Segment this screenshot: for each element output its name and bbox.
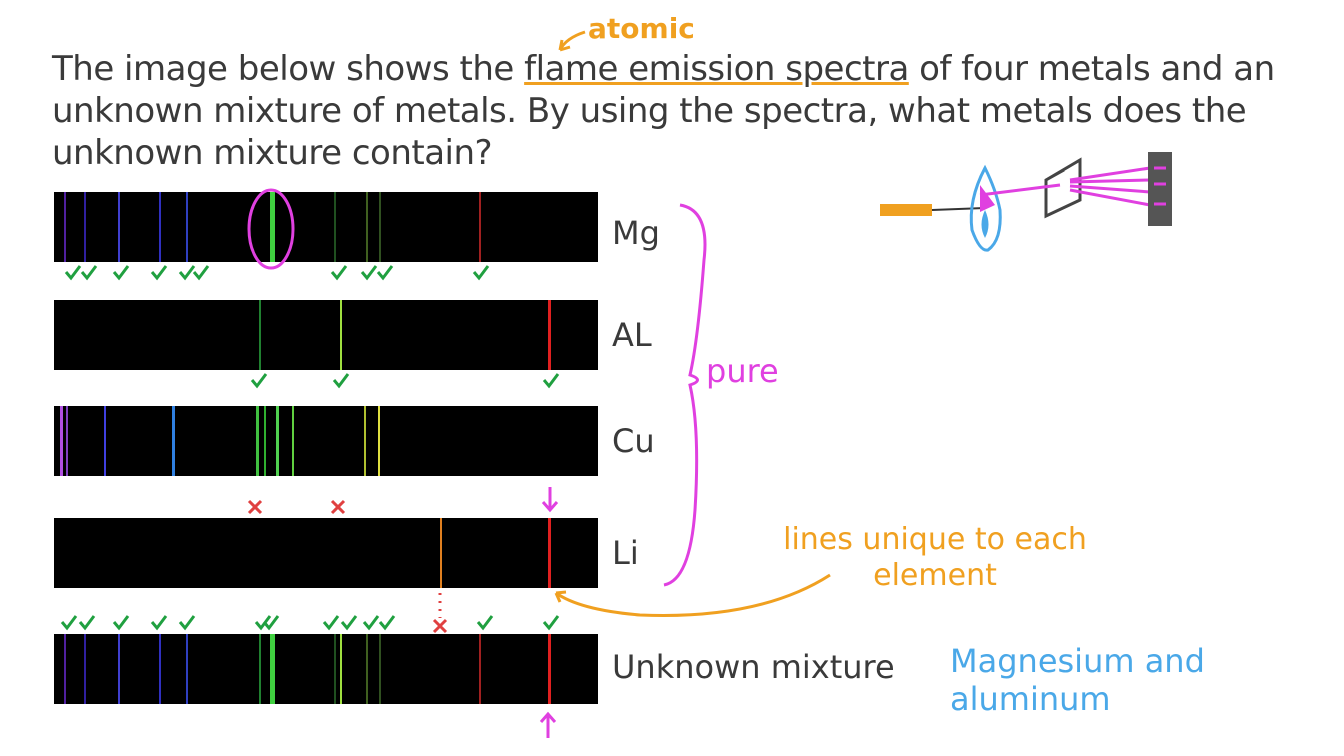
emission-line bbox=[276, 406, 279, 476]
emission-line bbox=[270, 634, 275, 704]
checkmark-icon bbox=[362, 615, 380, 631]
annotation-answer: Magnesium and aluminum bbox=[950, 642, 1205, 718]
emission-line bbox=[118, 192, 120, 262]
emission-line bbox=[334, 634, 336, 704]
emission-line bbox=[270, 192, 275, 262]
emission-line bbox=[340, 300, 342, 370]
checkmark-icon bbox=[472, 265, 490, 281]
detector-screen-icon bbox=[1148, 152, 1172, 226]
emission-line bbox=[84, 192, 86, 262]
label-al: AL bbox=[612, 316, 652, 354]
checkmark-icon bbox=[112, 615, 130, 631]
emission-line bbox=[64, 634, 66, 704]
emission-line bbox=[64, 192, 66, 262]
light-rays-icon bbox=[979, 166, 1151, 207]
unique-lines-arrow-icon bbox=[554, 573, 831, 617]
checkmark-icon bbox=[376, 265, 394, 281]
emission-line bbox=[548, 300, 551, 370]
emission-line bbox=[256, 406, 259, 476]
label-unknown: Unknown mixture bbox=[612, 648, 895, 686]
emission-line bbox=[548, 634, 551, 704]
checkmark-icon bbox=[542, 373, 560, 389]
arrow-down-icon bbox=[541, 487, 559, 513]
prism-icon bbox=[1044, 157, 1082, 219]
checkmark-icon bbox=[330, 265, 348, 281]
question-highlight: flame emission spectra bbox=[524, 49, 909, 89]
emission-line bbox=[340, 634, 342, 704]
emission-line bbox=[379, 634, 381, 704]
annotation-atomic: atomic bbox=[588, 12, 695, 45]
checkmark-icon bbox=[78, 615, 96, 631]
emission-line bbox=[60, 406, 63, 476]
checkmark-icon bbox=[80, 265, 98, 281]
checkmark-icon bbox=[178, 615, 196, 631]
question-part2: of four metals and an unknown mixture of… bbox=[52, 49, 1275, 173]
checkmark-icon bbox=[64, 265, 82, 281]
checkmark-icon bbox=[150, 265, 168, 281]
question-part1: The image below shows the bbox=[52, 49, 525, 89]
annotation-pure: pure bbox=[706, 352, 779, 390]
arrow-up-icon bbox=[539, 711, 557, 738]
flame-icon bbox=[969, 164, 1002, 252]
highlight-circle-icon bbox=[247, 188, 295, 270]
checkmark-icon bbox=[60, 615, 78, 631]
question-text: The image below shows the flame emission… bbox=[52, 48, 1292, 174]
checkmark-icon bbox=[112, 265, 130, 281]
spectrum-li bbox=[54, 518, 598, 588]
checkmark-icon bbox=[476, 615, 494, 631]
emission-line bbox=[259, 634, 261, 704]
label-cu: Cu bbox=[612, 422, 655, 460]
checkmark-icon bbox=[542, 615, 560, 631]
emission-line bbox=[264, 406, 266, 476]
sample-rod-icon bbox=[880, 204, 932, 216]
emission-line bbox=[379, 192, 381, 262]
emission-line bbox=[364, 406, 366, 476]
atomic-arrow-icon bbox=[558, 30, 586, 52]
label-mg: Mg bbox=[612, 214, 660, 252]
cross-icon bbox=[330, 499, 346, 515]
emission-line bbox=[548, 518, 551, 588]
emission-line bbox=[84, 634, 86, 704]
spectrum-cu bbox=[54, 406, 598, 476]
checkmark-icon bbox=[360, 265, 378, 281]
checkmark-icon bbox=[254, 615, 272, 631]
annotation-unique-lines: lines unique to each element bbox=[783, 522, 1087, 593]
emission-line bbox=[366, 192, 368, 262]
checkmark-icon bbox=[332, 373, 350, 389]
checkmark-icon bbox=[322, 615, 340, 631]
checkmark-icon bbox=[178, 265, 196, 281]
emission-line bbox=[292, 406, 294, 476]
emission-line bbox=[104, 406, 106, 476]
emission-line bbox=[172, 406, 175, 476]
spectrum-unknown bbox=[54, 634, 598, 704]
checkmark-icon bbox=[378, 615, 396, 631]
emission-line bbox=[366, 634, 368, 704]
emission-line bbox=[186, 634, 188, 704]
checkmark-icon bbox=[150, 615, 168, 631]
cross-icon bbox=[247, 499, 263, 515]
checkmark-icon bbox=[250, 373, 268, 389]
spectrum-al bbox=[54, 300, 598, 370]
emission-line bbox=[259, 300, 261, 370]
emission-line bbox=[378, 406, 380, 476]
checkmark-icon bbox=[340, 615, 358, 631]
emission-line bbox=[440, 518, 442, 588]
label-li: Li bbox=[612, 534, 639, 572]
brace-icon bbox=[663, 203, 707, 587]
checkmark-icon bbox=[192, 265, 210, 281]
emission-line bbox=[186, 192, 188, 262]
emission-line bbox=[479, 634, 481, 704]
emission-line bbox=[159, 192, 161, 262]
emission-line bbox=[334, 192, 336, 262]
emission-line bbox=[66, 406, 68, 476]
emission-line bbox=[159, 634, 161, 704]
spectrum-mg bbox=[54, 192, 598, 262]
checkmark-icon bbox=[262, 615, 280, 631]
emission-line bbox=[479, 192, 481, 262]
cross-icon bbox=[432, 618, 448, 634]
emission-line bbox=[118, 634, 120, 704]
